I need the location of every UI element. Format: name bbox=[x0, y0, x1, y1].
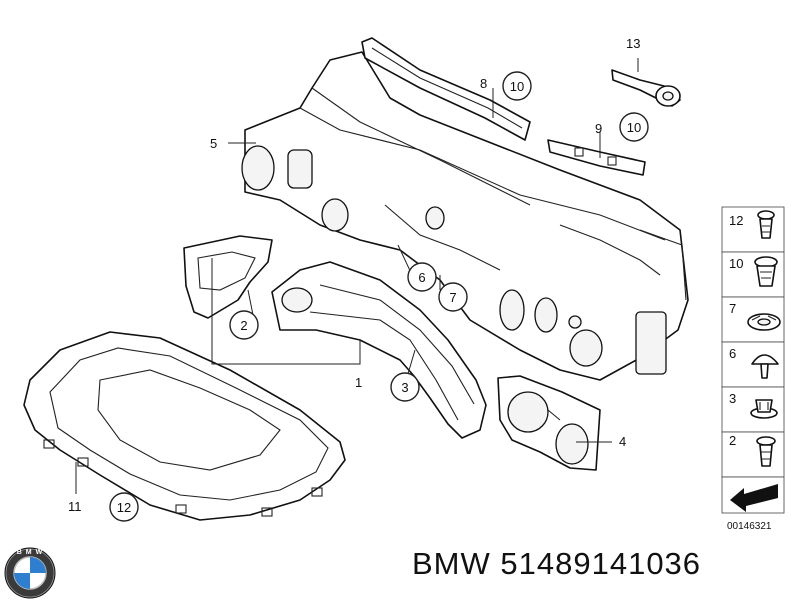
callout-7: 7 bbox=[438, 282, 468, 312]
callout-10a-text: 10 bbox=[510, 79, 524, 94]
legend-item-7-label: 7 bbox=[729, 301, 736, 316]
wheel-arch-insulation-part bbox=[497, 375, 601, 471]
legend-item-2: 2 bbox=[729, 433, 776, 467]
hood-insulation-mat-part bbox=[23, 331, 346, 521]
callout-1-text: 1 bbox=[355, 375, 362, 390]
legend-item-6: 6 bbox=[729, 346, 779, 379]
callout-8: 8 bbox=[480, 76, 487, 91]
cowl-seal-strip-part bbox=[361, 37, 531, 141]
callout-3: 3 bbox=[390, 372, 420, 402]
callout-6-text: 6 bbox=[418, 270, 425, 285]
callout-4: 4 bbox=[619, 434, 626, 449]
legend-item-6-label: 6 bbox=[729, 346, 736, 361]
callout-6: 6 bbox=[407, 262, 437, 292]
legend-item-3-label: 3 bbox=[729, 391, 736, 406]
callout-11-text: 11 bbox=[68, 499, 82, 514]
side-insulation-part bbox=[183, 235, 273, 319]
duct-insulation-part bbox=[271, 261, 487, 439]
snap-clip-icon bbox=[750, 399, 778, 419]
callout-13-text: 13 bbox=[626, 36, 640, 51]
legend-item-10: 10 bbox=[729, 256, 778, 287]
diagram-code: 00146321 bbox=[727, 521, 772, 532]
seal-bracket-part bbox=[547, 139, 646, 176]
callout-13: 13 bbox=[626, 36, 640, 51]
callout-3-text: 3 bbox=[401, 380, 408, 395]
caption-part-number: 51489141036 bbox=[500, 546, 702, 581]
legend-item-12: 12 bbox=[729, 210, 775, 239]
callout-8-text: 8 bbox=[480, 76, 487, 91]
callout-10b: 10 bbox=[619, 112, 649, 142]
callout-2: 2 bbox=[229, 310, 259, 340]
part-caption: BMW 51489141036 bbox=[412, 546, 701, 582]
legend-item-10-label: 10 bbox=[729, 256, 743, 271]
callout-10b-text: 10 bbox=[627, 120, 641, 135]
callout-4-text: 4 bbox=[619, 434, 626, 449]
bulkhead-insulation-part bbox=[241, 51, 689, 381]
adhesive-tape-part bbox=[611, 69, 681, 107]
caption-brand: BMW bbox=[412, 546, 491, 581]
diagram-arrow-icon bbox=[730, 484, 778, 512]
legend-item-3: 3 bbox=[729, 391, 778, 419]
legend-item-7: 7 bbox=[729, 301, 781, 331]
callout-11: 11 bbox=[68, 499, 82, 514]
bmw-logo: B M W bbox=[4, 547, 56, 599]
bmw-logo-letters: B M W bbox=[17, 549, 43, 556]
callout-7-text: 7 bbox=[449, 290, 456, 305]
rivet-clip-icon bbox=[756, 436, 776, 467]
expanding-clip-icon bbox=[754, 256, 778, 287]
callout-9-text: 9 bbox=[595, 121, 602, 136]
callout-1: 1 bbox=[355, 375, 362, 390]
callout-9: 9 bbox=[595, 121, 602, 136]
callout-5: 5 bbox=[210, 136, 217, 151]
mushroom-clip-icon bbox=[751, 354, 779, 379]
callout-5-text: 5 bbox=[210, 136, 217, 151]
callout-12: 12 bbox=[109, 492, 139, 522]
legend-item-12-label: 12 bbox=[729, 213, 743, 228]
callout-10a: 10 bbox=[502, 71, 532, 101]
callout-12-text: 12 bbox=[117, 500, 131, 515]
fastener-legend: 12 10 7 6 bbox=[721, 206, 785, 514]
push-rivet-icon bbox=[757, 210, 775, 239]
legend-item-2-label: 2 bbox=[729, 433, 736, 448]
callout-2-text: 2 bbox=[240, 318, 247, 333]
washer-clip-icon bbox=[747, 313, 781, 331]
